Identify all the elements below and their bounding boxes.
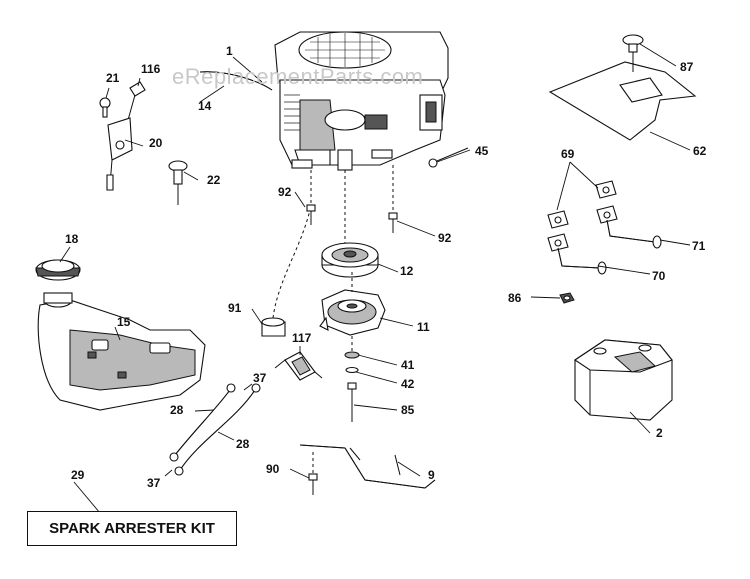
part-number-87: 87	[680, 60, 694, 74]
part-number-37-lower: 37	[147, 476, 161, 490]
throttle-control-illustration	[99, 81, 146, 191]
heat-shield-illustration	[548, 34, 697, 141]
spacer-illustration	[261, 209, 311, 337]
part-number-69: 69	[561, 147, 575, 161]
part-number-12: 12	[400, 264, 414, 278]
part-number-18: 18	[65, 232, 79, 246]
part-number-29: 29	[71, 468, 85, 482]
part-number-117: 117	[292, 331, 312, 345]
part-number-62: 62	[693, 144, 707, 158]
part-number-42: 42	[401, 377, 415, 391]
part-number-71: 71	[692, 239, 706, 253]
part-number-41: 41	[401, 358, 415, 372]
part-number-91: 91	[228, 301, 242, 315]
engine-bolts-illustration	[306, 165, 398, 233]
nut-86-illustration	[559, 292, 575, 304]
part-number-9: 9	[428, 468, 435, 482]
part-number-90: 90	[266, 462, 280, 476]
part-number-1: 1	[226, 44, 233, 58]
engine-illustration	[199, 31, 449, 171]
pulley-illustration	[321, 170, 379, 278]
part-number-28-lower: 28	[236, 437, 250, 451]
part-number-45: 45	[475, 144, 489, 158]
exhaust-pipes-illustration	[547, 180, 662, 275]
part-number-86: 86	[508, 291, 522, 305]
part-number-14: 14	[198, 99, 212, 113]
part-number-2: 2	[656, 426, 663, 440]
bolt-45-illustration	[428, 147, 469, 168]
clutch-hardware-illustration	[344, 336, 360, 422]
electric-clutch-illustration	[319, 272, 386, 336]
part-number-15: 15	[117, 315, 131, 329]
part-number-92-right: 92	[438, 231, 452, 245]
part-number-37-upper: 37	[253, 371, 267, 385]
spark-arrester-kit-box: SPARK ARRESTER KIT	[27, 511, 237, 546]
watermark-text: eReplacementParts.com	[172, 64, 423, 89]
muffler-illustration	[574, 339, 673, 421]
part-number-20: 20	[149, 136, 163, 150]
support-rod-illustration	[299, 444, 436, 495]
spark-arrester-kit-label: SPARK ARRESTER KIT	[49, 520, 215, 537]
fuel-hose-illustration	[169, 383, 261, 476]
primer-bulb-illustration	[168, 160, 188, 205]
part-number-92-left: 92	[278, 185, 292, 199]
part-number-70: 70	[652, 269, 666, 283]
part-number-22: 22	[207, 173, 221, 187]
fuel-filter-illustration	[274, 351, 323, 381]
part-number-85: 85	[401, 403, 415, 417]
part-number-28-upper: 28	[170, 403, 184, 417]
part-number-116: 116	[141, 62, 161, 76]
part-number-21: 21	[106, 71, 120, 85]
fuel-tank-illustration	[35, 259, 206, 411]
leader-lines	[59, 43, 691, 514]
part-number-11: 11	[417, 320, 430, 334]
part-number-labels: 1 2 9 11 12 14 15 18 20 21 22 28 28 29 3…	[65, 44, 707, 490]
